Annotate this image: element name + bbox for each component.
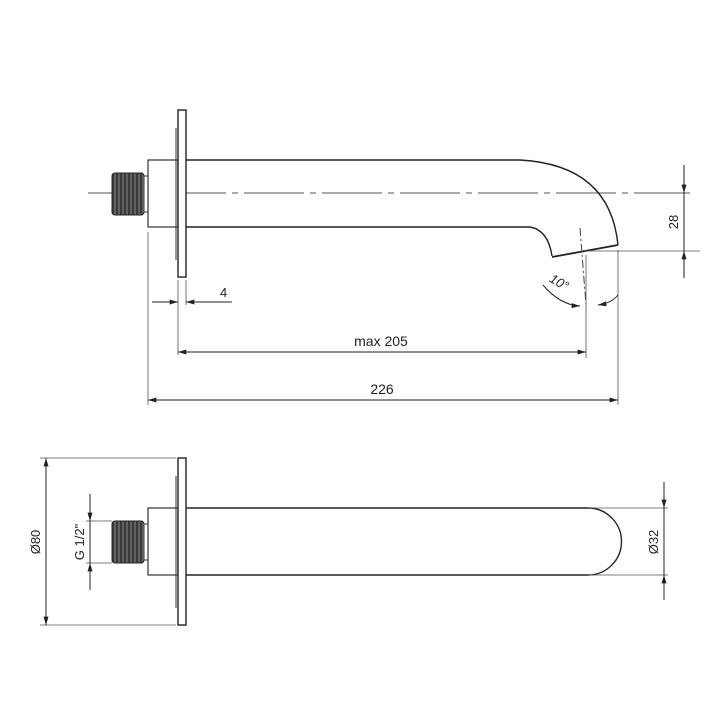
- spout-diameter-label: Ø32: [646, 530, 661, 555]
- thread-size-label: G 1/2": [72, 523, 87, 560]
- wall-flange-top: [177, 457, 187, 626]
- flange-diameter-label: Ø80: [28, 530, 43, 555]
- connector-body: [147, 159, 179, 228]
- thread-connector: [111, 172, 149, 216]
- side-view: 28 10° 4 max 205 226: [88, 109, 700, 405]
- spout-top-outline: [186, 507, 623, 576]
- thread-connector-top: [111, 520, 149, 564]
- spout-bottom-edge: [186, 226, 553, 257]
- drop-height-label: 28: [666, 215, 681, 229]
- wall-flange: [177, 109, 187, 278]
- top-view: Ø80 G 1/2" Ø32: [28, 457, 668, 626]
- outlet-angle-label: 10°: [547, 271, 572, 294]
- flange-thickness-label: 4: [220, 285, 227, 300]
- overall-length-label: 226: [370, 381, 394, 397]
- projection-label: max 205: [354, 333, 408, 349]
- spout-top-edge: [186, 159, 619, 246]
